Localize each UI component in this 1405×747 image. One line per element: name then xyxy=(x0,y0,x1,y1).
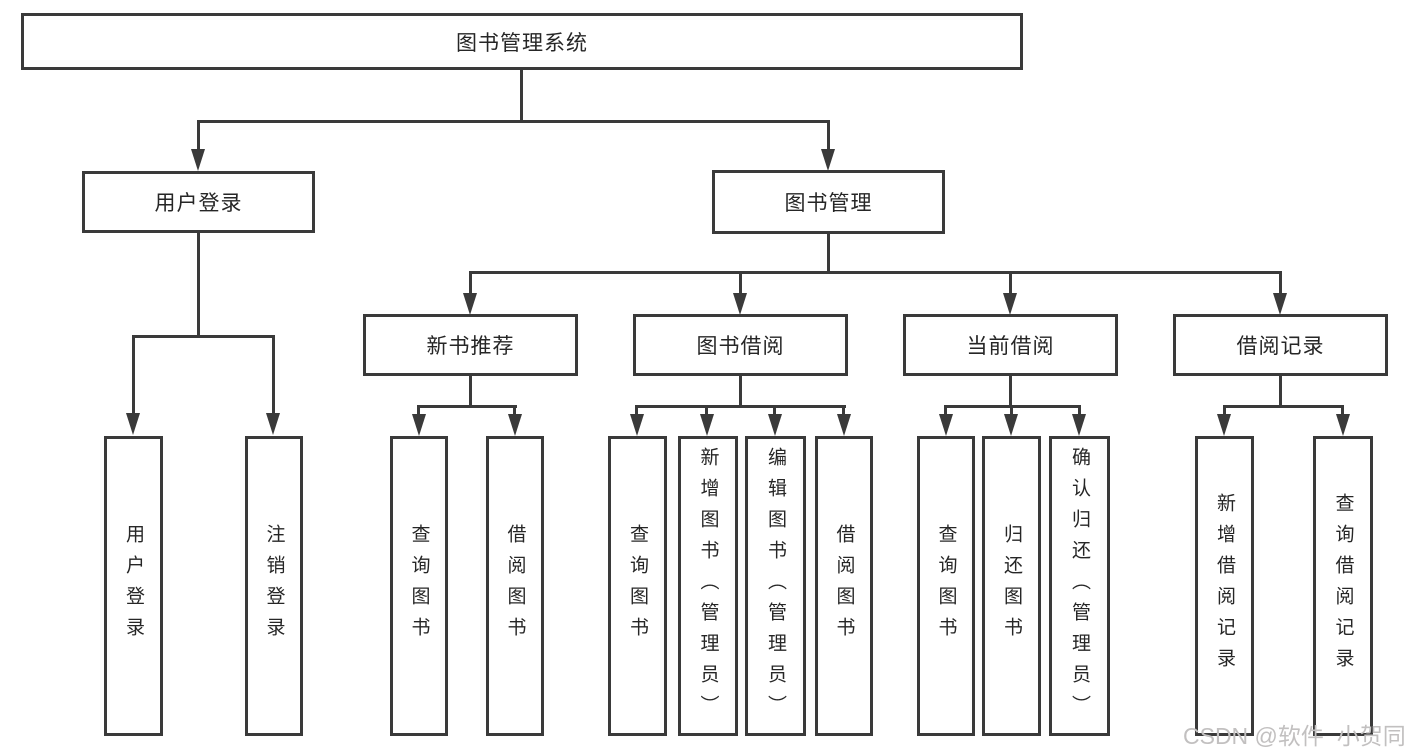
node-book-borrowing: 图书借阅 xyxy=(633,314,848,376)
arrowhead-down-icon xyxy=(191,149,205,171)
connector-to-newbooks xyxy=(469,271,472,295)
leaf-borrow-books-2-label: 借阅图书 xyxy=(833,524,855,648)
leaf-query-books-3-label: 查询图书 xyxy=(935,524,957,648)
connector-to-current xyxy=(1009,271,1012,295)
connector-to-leaf-logout xyxy=(272,335,275,414)
connector-to-leaf-login xyxy=(132,335,135,414)
leaf-confirm-return-admin-label: 确认归还（管理员） xyxy=(1069,446,1090,726)
arrowhead-down-icon xyxy=(1003,293,1017,315)
arrowhead-down-icon xyxy=(126,413,140,435)
connector-userlogin-stem xyxy=(197,233,200,337)
connector-newbooks-stem xyxy=(469,376,472,408)
leaf-query-borrow-record: 查询借阅记录 xyxy=(1313,436,1373,736)
leaf-return-books-label: 归还图书 xyxy=(1001,524,1022,648)
connector-to-borrowing xyxy=(739,271,742,295)
connector-leaf-drop xyxy=(1223,405,1226,415)
node-book-management: 图书管理 xyxy=(712,170,945,234)
connector-borrowing-rail xyxy=(635,405,846,408)
node-new-book-recommend: 新书推荐 xyxy=(363,314,578,376)
leaf-query-borrow-record-label: 查询借阅记录 xyxy=(1332,493,1354,679)
arrowhead-down-icon xyxy=(939,414,953,436)
arrowhead-down-icon xyxy=(1004,414,1018,436)
connector-newbooks-rail xyxy=(417,405,517,408)
node-current-borrowing-label: 当前借阅 xyxy=(966,335,1055,358)
node-root-label: 图书管理系统 xyxy=(456,31,588,55)
node-borrowing-records-label: 借阅记录 xyxy=(1236,335,1325,358)
node-new-book-recommend-label: 新书推荐 xyxy=(426,335,515,358)
leaf-logout: 注销登录 xyxy=(245,436,303,736)
connector-leaf-drop xyxy=(1078,405,1081,415)
leaf-logout-label: 注销登录 xyxy=(263,524,285,648)
connector-leaf-drop xyxy=(417,405,420,415)
leaf-borrow-books-2: 借阅图书 xyxy=(815,436,873,736)
connector-leaf-drop xyxy=(842,405,845,415)
leaf-user-login: 用户登录 xyxy=(104,436,163,736)
connector-leaf-drop xyxy=(944,405,947,415)
arrowhead-down-icon xyxy=(837,414,851,436)
arrowhead-down-icon xyxy=(700,414,714,436)
connector-root-to-userlogin xyxy=(197,120,200,151)
arrowhead-down-icon xyxy=(1273,293,1287,315)
leaf-edit-books-admin-label: 编辑图书（管理员） xyxy=(765,446,786,726)
leaf-query-books-1-label: 查询图书 xyxy=(408,524,430,648)
connector-leaf-drop xyxy=(635,405,638,415)
connector-bookmgmt-rail xyxy=(469,271,1282,274)
leaf-add-borrow-record: 新增借阅记录 xyxy=(1195,436,1254,736)
arrowhead-down-icon xyxy=(630,414,644,436)
leaf-borrow-books-1-label: 借阅图书 xyxy=(504,524,526,648)
leaf-borrow-books-1: 借阅图书 xyxy=(486,436,544,736)
connector-records-stem xyxy=(1279,376,1282,408)
node-user-login: 用户登录 xyxy=(82,171,315,233)
leaf-query-books-2: 查询图书 xyxy=(608,436,667,736)
arrowhead-down-icon xyxy=(463,293,477,315)
connector-root-to-bookmgmt xyxy=(827,120,830,151)
connector-borrowing-stem xyxy=(739,376,742,408)
arrowhead-down-icon xyxy=(733,293,747,315)
node-current-borrowing: 当前借阅 xyxy=(903,314,1118,376)
node-borrowing-records: 借阅记录 xyxy=(1173,314,1388,376)
node-user-login-label: 用户登录 xyxy=(154,192,243,215)
connector-leaf-drop xyxy=(705,405,708,415)
connector-root-stem xyxy=(520,70,523,122)
arrowhead-down-icon xyxy=(1336,414,1350,436)
connector-userlogin-rail xyxy=(132,335,275,338)
connector-leaf-drop xyxy=(1010,405,1013,415)
connector-root-rail xyxy=(197,120,830,123)
leaf-add-borrow-record-label: 新增借阅记录 xyxy=(1214,493,1235,679)
arrowhead-down-icon xyxy=(266,413,280,435)
connector-current-stem xyxy=(1009,376,1012,408)
leaf-add-books-admin-label: 新增图书（管理员） xyxy=(697,446,719,726)
leaf-add-books-admin: 新增图书（管理员） xyxy=(678,436,738,736)
arrowhead-down-icon xyxy=(768,414,782,436)
leaf-confirm-return-admin: 确认归还（管理员） xyxy=(1049,436,1110,736)
leaf-edit-books-admin: 编辑图书（管理员） xyxy=(745,436,806,736)
leaf-query-books-2-label: 查询图书 xyxy=(627,524,648,648)
arrowhead-down-icon xyxy=(412,414,426,436)
arrowhead-down-icon xyxy=(1072,414,1086,436)
connector-to-records xyxy=(1279,271,1282,295)
connector-leaf-drop xyxy=(1341,405,1344,415)
leaf-query-books-1: 查询图书 xyxy=(390,436,448,736)
leaf-return-books: 归还图书 xyxy=(982,436,1041,736)
arrowhead-down-icon xyxy=(1217,414,1231,436)
node-book-borrowing-label: 图书借阅 xyxy=(696,335,785,358)
connector-leaf-drop xyxy=(773,405,776,415)
csdn-watermark: CSDN @软件_小贺同学 xyxy=(1183,723,1405,747)
connector-records-rail xyxy=(1223,405,1343,408)
node-book-management-label: 图书管理 xyxy=(784,192,873,215)
arrowhead-down-icon xyxy=(821,149,835,171)
leaf-query-books-3: 查询图书 xyxy=(917,436,975,736)
leaf-user-login-label: 用户登录 xyxy=(123,524,144,648)
node-root: 图书管理系统 xyxy=(21,13,1023,70)
connector-leaf-drop xyxy=(513,405,516,415)
connector-bookmgmt-stem xyxy=(827,234,830,273)
arrowhead-down-icon xyxy=(508,414,522,436)
